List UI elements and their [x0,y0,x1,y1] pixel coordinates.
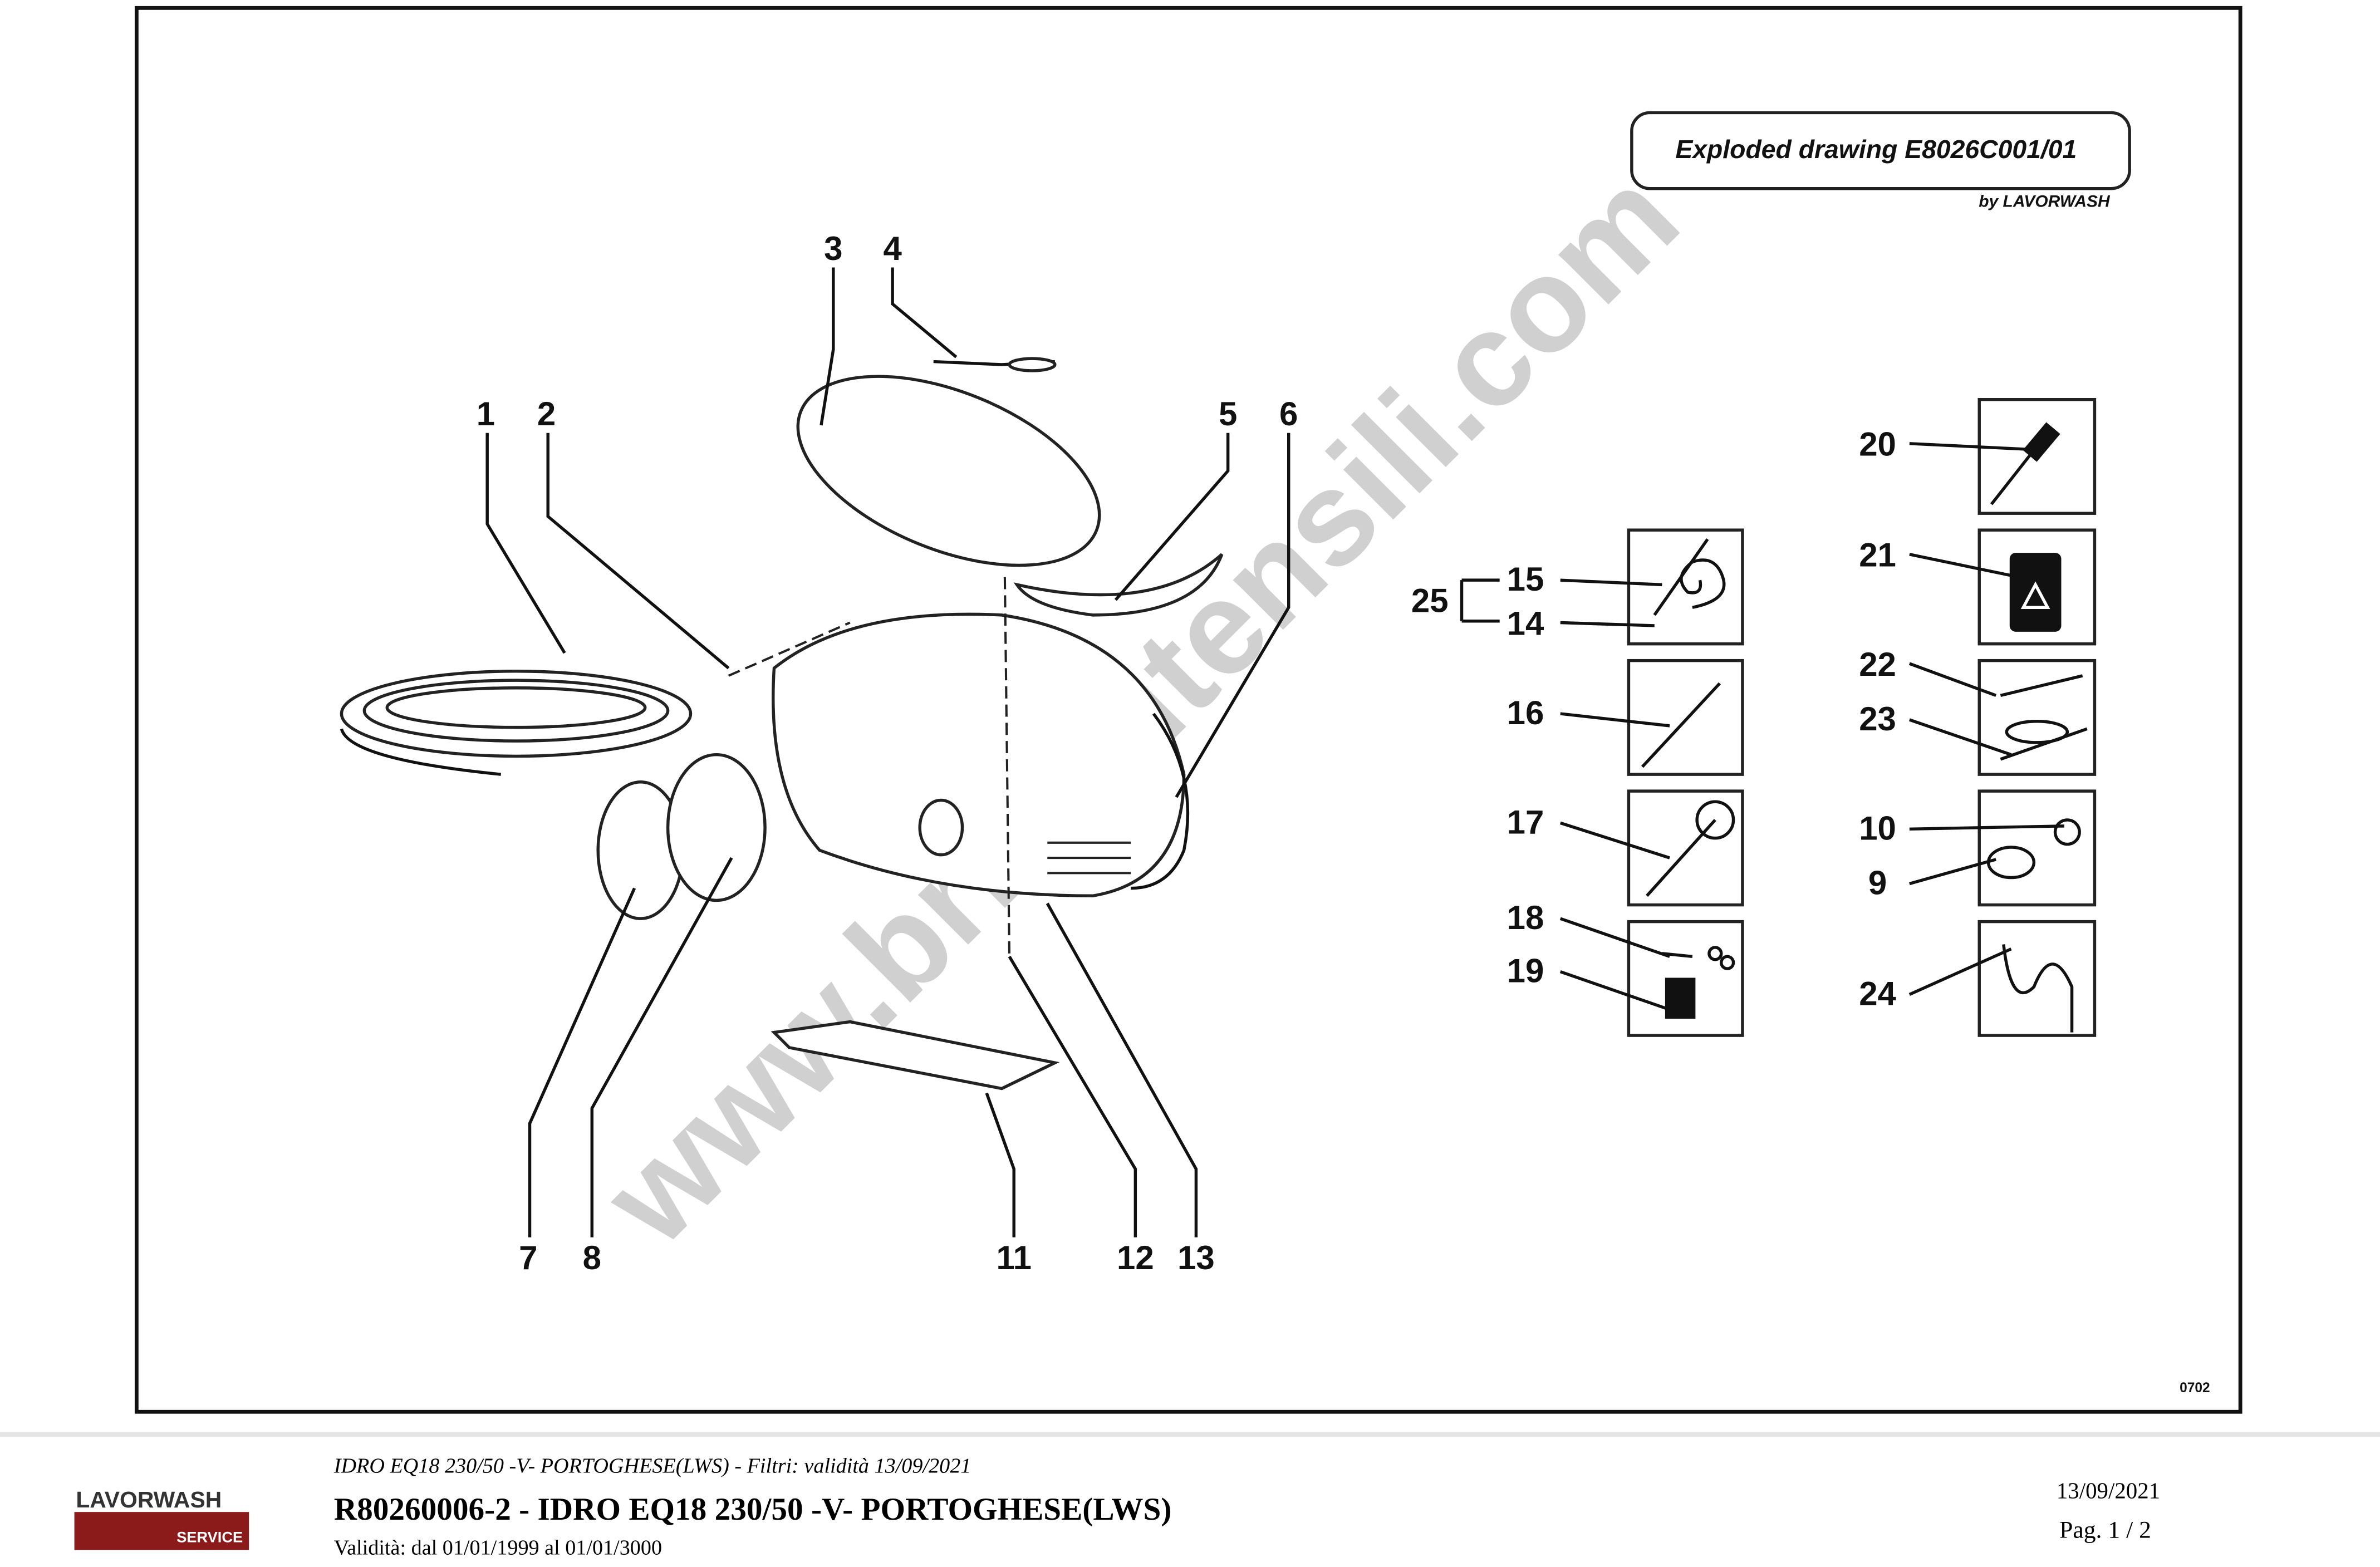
callout-8: 8 [583,1239,601,1276]
callout-13: 13 [1177,1239,1215,1276]
quick-coupling-box [1977,789,2097,907]
callout-19: 19 [1507,952,1544,990]
handle-part [1013,553,1224,617]
callout-17: 17 [1507,803,1544,841]
callout-15: 15 [1507,561,1544,598]
callout-2: 2 [537,395,556,433]
callout-1: 1 [477,395,495,433]
sheet-code: 0702 [2180,1381,2210,1396]
footer-title: R80260006-2 - IDRO EQ18 230/50 -V- PORTO… [334,1492,1172,1527]
wheel-part [666,753,767,902]
footer-validity: Validità: dal 01/01/1999 al 01/01/3000 [334,1536,662,1560]
callout-9: 9 [1868,864,1887,902]
hose-coil-part [340,670,693,776]
callout-6: 6 [1279,395,1298,433]
machine-body [772,612,1186,897]
logo-text: LAVORWASH [76,1487,222,1512]
callout-3: 3 [824,230,842,267]
callout-16: 16 [1507,694,1544,731]
accessory-leaders [1460,442,2064,1011]
drawing-title: Exploded drawing E8026C001/01 [1675,135,2077,164]
callout-10: 10 [1859,809,1896,847]
callout-11: 11 [997,1239,1032,1276]
leader-lines [485,267,1290,1237]
callout-20: 20 [1859,426,1896,463]
callout-18: 18 [1507,899,1544,936]
accessory-glyphs [1641,422,2088,1033]
callout-21: 21 [1859,537,1896,574]
base-tray-part [771,1020,1060,1090]
callout-14: 14 [1507,605,1544,642]
callout-7: 7 [519,1239,537,1276]
callout-12: 12 [1117,1239,1154,1276]
page-indicator: Pag. 1 / 2 [2059,1517,2151,1544]
suction-hose-box [1977,920,2097,1037]
callout-24: 24 [1859,975,1896,1013]
cover-part [796,375,1101,567]
callout-4: 4 [883,230,902,267]
lavorwash-logo: LAVORWASH SERVICE [74,1487,249,1550]
callout-22: 22 [1859,646,1896,683]
exploded-parts [340,357,1224,1090]
drawing-byline: by LAVORWASH [1979,192,2111,210]
callout-25: 25 [1411,582,1449,619]
logo-sub: SERVICE [176,1529,243,1546]
callout-23: 23 [1859,700,1896,738]
drawing-title-box: Exploded drawing E8026C001/01 by LAVORWA… [1630,111,2131,210]
footer-date: 13/09/2021 [2057,1478,2160,1504]
sandblast-kit-box [1977,659,2097,776]
callout-5: 5 [1219,395,1237,433]
lance-box [1627,659,1744,776]
footer-subtitle: IDRO EQ18 230/50 -V- PORTOGHESE(LWS) - F… [333,1454,971,1477]
rotary-nozzle-box [1627,789,1744,907]
